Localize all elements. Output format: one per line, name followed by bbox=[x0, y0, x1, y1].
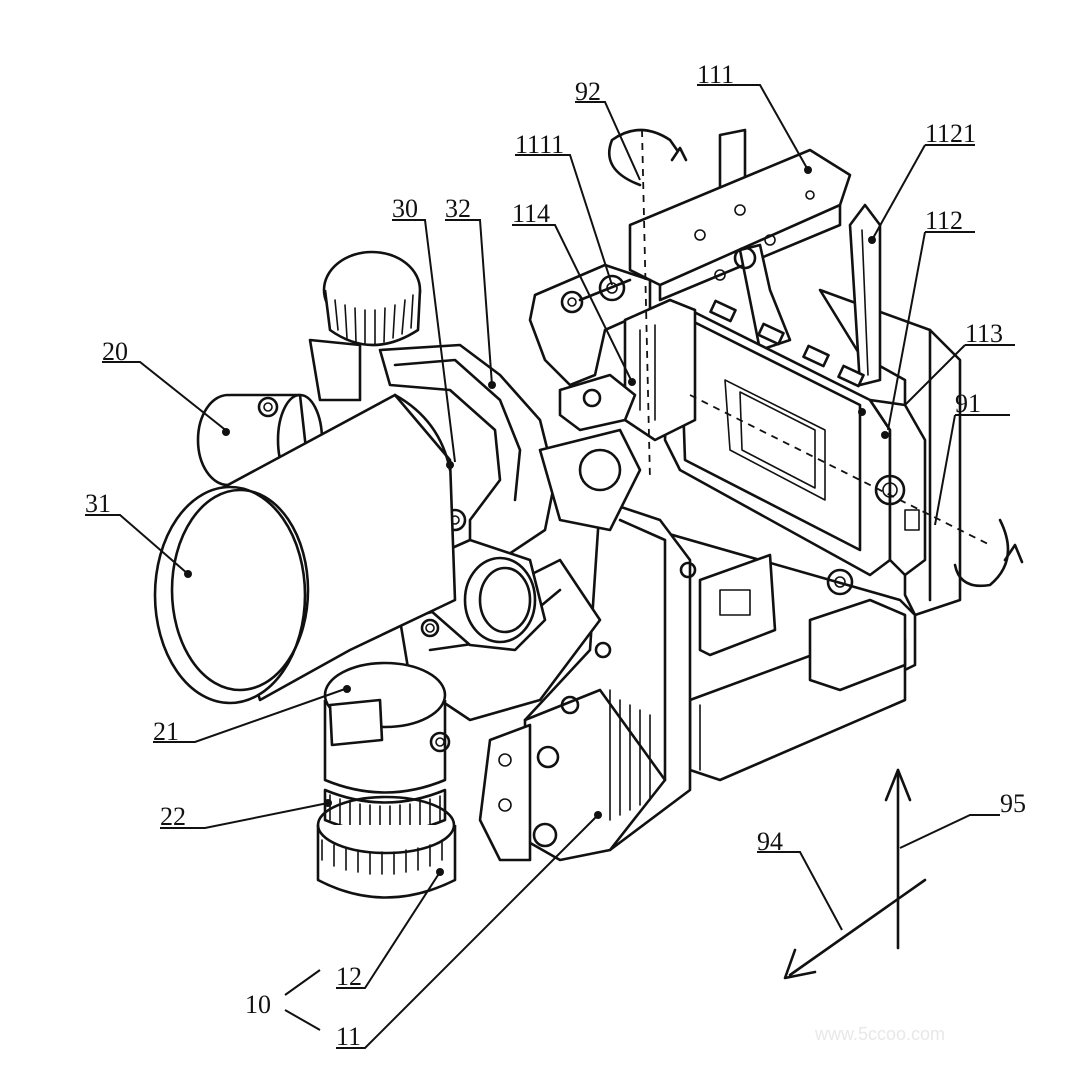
label-111: 111 bbox=[697, 60, 734, 89]
label-112: 112 bbox=[925, 206, 963, 235]
camera-lens bbox=[153, 393, 457, 705]
top-handle bbox=[628, 128, 852, 352]
pan-motor-stack bbox=[316, 661, 457, 899]
label-94: 94 bbox=[757, 827, 783, 856]
label-32: 32 bbox=[445, 194, 471, 223]
label-30: 30 bbox=[392, 194, 418, 223]
label-11: 11 bbox=[336, 1022, 361, 1051]
label-92: 92 bbox=[575, 77, 601, 106]
label-91: 91 bbox=[955, 389, 981, 418]
label-12: 12 bbox=[336, 962, 362, 991]
label-113: 113 bbox=[965, 319, 1003, 348]
label-1111: 1111 bbox=[515, 130, 564, 159]
label-10: 10 bbox=[245, 990, 271, 1019]
label-114: 114 bbox=[512, 199, 550, 228]
monitor bbox=[663, 298, 927, 577]
label-1121: 1121 bbox=[925, 119, 976, 148]
main-frame bbox=[478, 498, 697, 862]
reference-labels: 111 92 1111 1121 30 32 114 112 20 113 91… bbox=[85, 60, 1026, 1051]
label-95: 95 bbox=[1000, 789, 1026, 818]
coordinate-arrows bbox=[783, 768, 927, 980]
leader-lines bbox=[85, 84, 1015, 1049]
label-20: 20 bbox=[102, 337, 128, 366]
label-21: 21 bbox=[153, 717, 179, 746]
watermark: www.5ccoo.com bbox=[814, 1024, 945, 1044]
tilt-bracket bbox=[528, 263, 697, 442]
label-22: 22 bbox=[160, 802, 186, 831]
antenna bbox=[848, 203, 882, 387]
axis-lines bbox=[607, 128, 1024, 588]
label-31: 31 bbox=[85, 489, 111, 518]
